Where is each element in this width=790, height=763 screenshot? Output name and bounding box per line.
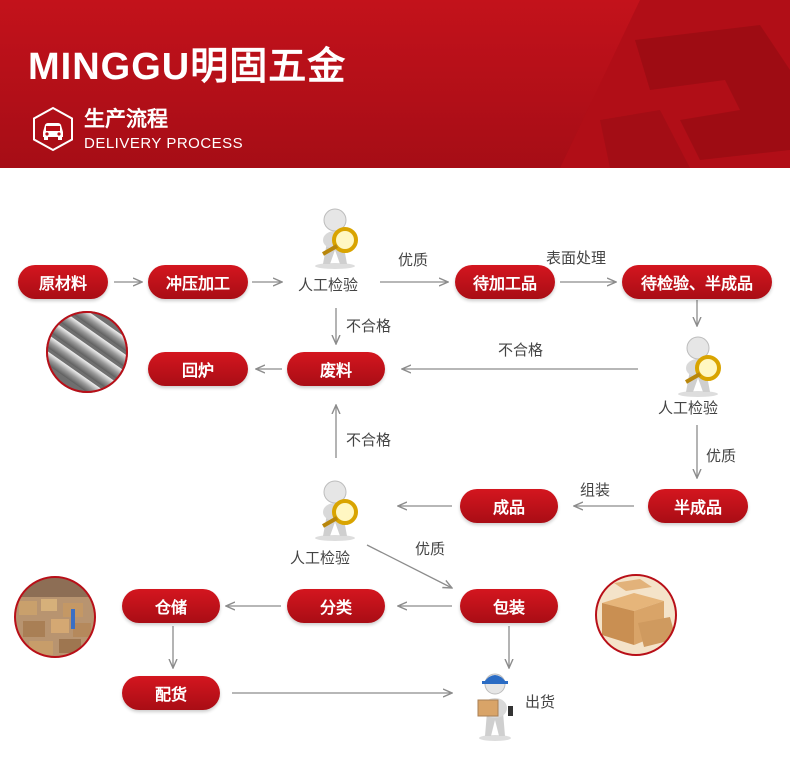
edge-label-reject-3: 不合格 [346, 431, 392, 449]
edge-label-quality-1: 优质 [398, 251, 429, 269]
node-semi-finished: 半成品 [648, 489, 748, 523]
brand-logo: MINGGU明固五金 [28, 46, 347, 88]
edge-label-reject-2: 不合格 [498, 341, 544, 359]
node-warehouse: 仓储 [122, 589, 220, 623]
inspection-label-2: 人工检验 [658, 399, 719, 417]
arrow-inspect3-to-packing [366, 544, 452, 588]
node-finished: 成品 [460, 489, 558, 523]
warehouse-photo [14, 576, 96, 658]
inspection-label-3: 人工检验 [290, 549, 351, 567]
inspector-figure-icon [315, 480, 358, 541]
node-distribution: 配货 [122, 676, 220, 710]
node-to-inspect: 待检验、半成品 [622, 265, 772, 299]
edge-label-quality-2: 优质 [706, 447, 737, 465]
header-banner: MINGGU明固五金 生产流程 DELIVERY PROCESS [0, 0, 790, 168]
edge-label-quality-3: 优质 [415, 540, 446, 558]
node-sorting: 分类 [287, 589, 385, 623]
section-subtitle: DELIVERY PROCESS [84, 135, 244, 152]
banner-decoration [560, 0, 790, 168]
steel-rods-photo [46, 311, 128, 393]
cardboard-boxes-photo [595, 574, 677, 656]
edge-label-reject-1: 不合格 [346, 317, 392, 335]
node-scrap: 废料 [287, 352, 385, 386]
inspection-label-1: 人工检验 [298, 276, 359, 294]
edge-label-assemble: 组装 [580, 481, 611, 499]
node-to-process: 待加工品 [455, 265, 555, 299]
node-packing: 包装 [460, 589, 558, 623]
node-raw-material: 原材料 [18, 265, 108, 299]
inspector-figure-icon [315, 208, 358, 269]
edge-label-ship: 出货 [525, 693, 556, 711]
node-stamping: 冲压加工 [148, 265, 248, 299]
delivery-person-icon [477, 673, 513, 741]
edge-label-surface-treatment: 表面处理 [546, 249, 607, 267]
section-title: 生产流程 [84, 107, 168, 131]
node-remelt: 回炉 [148, 352, 248, 386]
car-icon [33, 106, 73, 152]
inspector-figure-icon [678, 336, 721, 397]
